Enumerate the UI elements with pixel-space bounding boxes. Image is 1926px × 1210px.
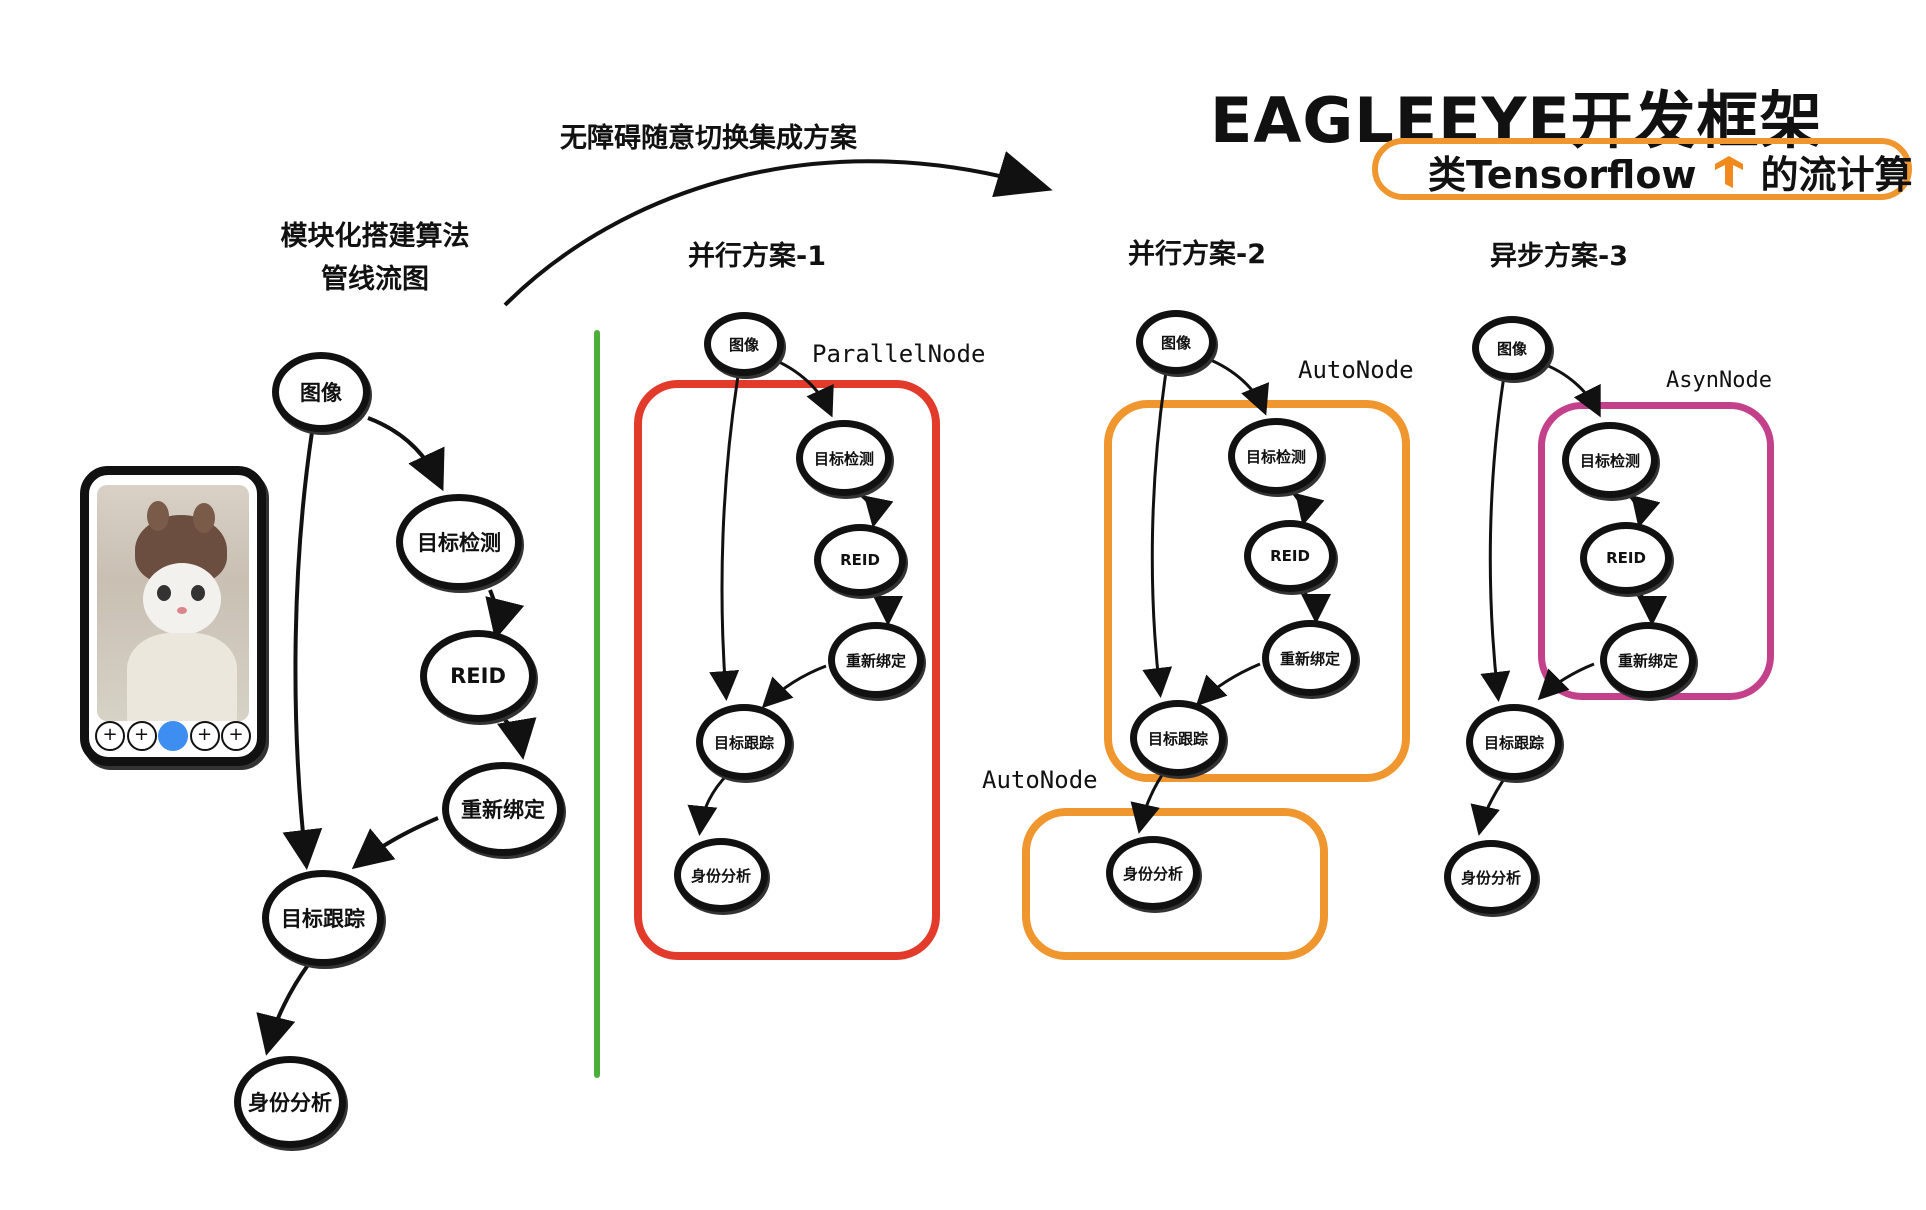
s2-node-identity-label: 身份分析	[1122, 864, 1183, 883]
asyn-node-label: AsynNode	[1666, 368, 1772, 393]
node-identity-label: 身份分析	[248, 1091, 332, 1115]
s3-node-detect-label: 目标检测	[1579, 451, 1640, 470]
subtitle: 类Tensorflow 的流计算	[1428, 144, 1913, 199]
subtitle-text: 类Tensorflow	[1428, 153, 1697, 197]
s3-node-image-label: 图像	[1496, 339, 1527, 358]
left-label-line2: 管线流图	[321, 264, 429, 295]
s3-node-track-label: 目标跟踪	[1483, 733, 1544, 752]
page-title: EAGLEEYE开发框架	[1210, 84, 1823, 157]
s3-node-reid: REID	[1580, 522, 1672, 594]
s2-node-reid: REID	[1244, 520, 1336, 592]
s2-node-detect: 目标检测	[1228, 418, 1324, 494]
s2-node-reid-label: REID	[1270, 547, 1310, 565]
node-rebind: 重新绑定	[442, 762, 564, 856]
s3-node-image: 图像	[1472, 316, 1552, 380]
s1-node-reid-label: REID	[840, 551, 880, 569]
s1-node-image: 图像	[704, 312, 784, 376]
s1-node-detect: 目标检测	[796, 420, 892, 496]
phone-toolbar: + + + +	[95, 721, 251, 751]
node-rebind-label: 重新绑定	[461, 798, 545, 822]
node-track: 目标跟踪	[262, 870, 384, 966]
s3-node-identity-label: 身份分析	[1460, 868, 1521, 887]
s1-node-image-label: 图像	[728, 335, 759, 354]
s1-node-identity: 身份分析	[674, 838, 768, 912]
node-track-label: 目标跟踪	[281, 907, 365, 931]
scheme-2-label: 并行方案-2	[1128, 239, 1266, 270]
s2-node-track: 目标跟踪	[1130, 700, 1226, 776]
add-icon[interactable]: +	[221, 721, 251, 751]
s1-node-detect-label: 目标检测	[813, 449, 874, 468]
subtitle-frame	[1372, 138, 1912, 200]
phone-icon: + + + +	[80, 466, 266, 766]
left-label: 模块化搭建算法 管线流图	[270, 214, 480, 296]
add-icon[interactable]: +	[126, 721, 157, 751]
s3-node-detect: 目标检测	[1562, 422, 1658, 498]
cat-photo-icon	[97, 485, 249, 721]
node-identity: 身份分析	[234, 1056, 346, 1148]
s1-node-track: 目标跟踪	[696, 704, 792, 780]
node-image-label: 图像	[300, 381, 342, 405]
s1-node-rebind: 重新绑定	[828, 622, 924, 698]
s2-node-image: 图像	[1136, 310, 1216, 374]
add-icon[interactable]: +	[189, 721, 220, 751]
s2-node-rebind-label: 重新绑定	[1279, 649, 1340, 668]
node-detect: 目标检测	[396, 494, 522, 590]
tensorflow-logo-icon	[1711, 154, 1747, 190]
parallel-node-frame	[634, 380, 940, 960]
node-reid-label: REID	[450, 664, 506, 688]
s2-node-image-label: 图像	[1160, 333, 1191, 352]
subtitle-suffix: 的流计算	[1760, 153, 1913, 197]
auto-node-label-2: AutoNode	[982, 766, 1098, 794]
auto-node-frame-2	[1022, 808, 1328, 960]
s2-node-identity: 身份分析	[1106, 836, 1200, 910]
s2-node-track-label: 目标跟踪	[1147, 729, 1208, 748]
s2-node-rebind: 重新绑定	[1262, 620, 1358, 696]
s2-node-detect-label: 目标检测	[1245, 447, 1306, 466]
s1-node-rebind-label: 重新绑定	[845, 651, 906, 670]
scheme-3-label: 异步方案-3	[1490, 241, 1628, 272]
parallel-node-label: ParallelNode	[812, 340, 986, 368]
auto-node-label-1: AutoNode	[1298, 356, 1414, 384]
node-detect-label: 目标检测	[417, 531, 501, 555]
divider-line	[594, 330, 600, 1078]
s1-node-reid: REID	[814, 524, 906, 596]
node-reid: REID	[420, 630, 536, 722]
s1-node-identity-label: 身份分析	[690, 866, 751, 885]
node-image: 图像	[272, 352, 370, 432]
scheme-1-label: 并行方案-1	[688, 241, 826, 272]
s3-node-rebind: 重新绑定	[1600, 622, 1696, 698]
add-icon[interactable]: +	[95, 721, 125, 751]
s3-node-identity: 身份分析	[1444, 840, 1538, 914]
s3-node-track: 目标跟踪	[1466, 704, 1562, 780]
shutter-button[interactable]	[158, 721, 188, 751]
s3-node-reid-label: REID	[1606, 549, 1646, 567]
switch-arrow-label: 无障碍随意切换集成方案	[560, 123, 857, 154]
s1-node-track-label: 目标跟踪	[713, 733, 774, 752]
s3-node-rebind-label: 重新绑定	[1617, 651, 1678, 670]
left-label-line1: 模块化搭建算法	[280, 221, 470, 252]
